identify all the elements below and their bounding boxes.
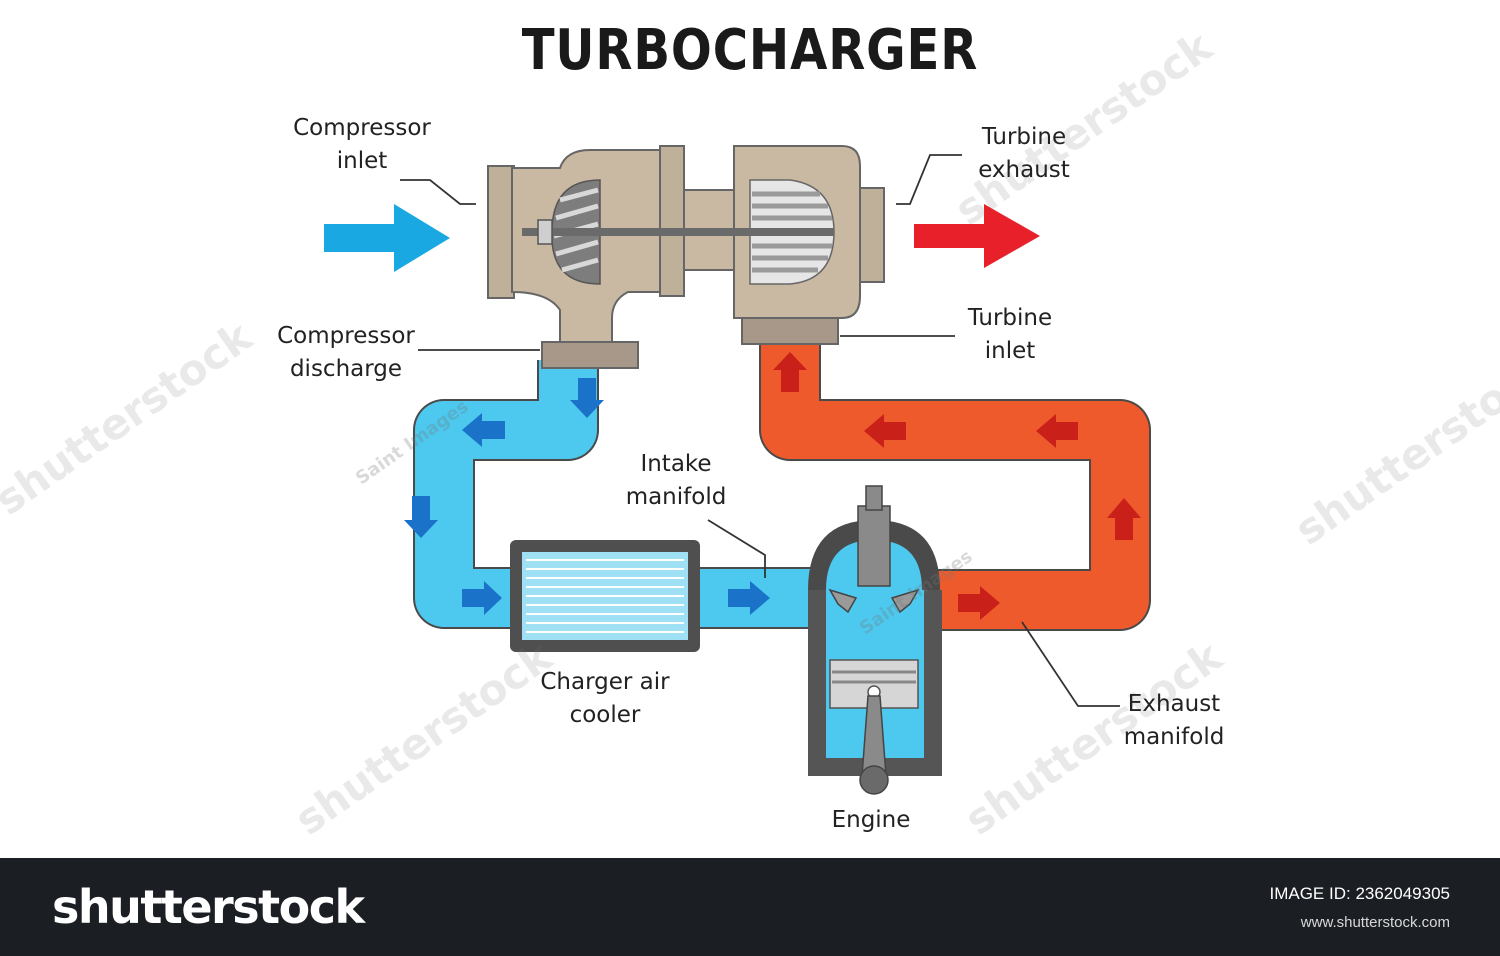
turbine-housing xyxy=(733,145,885,345)
exhaust-flow-arrows xyxy=(773,352,1141,620)
exhaust-outlet-arrow xyxy=(914,204,1040,268)
footer-bar: shutterstock IMAGE ID: 2362049305 www.sh… xyxy=(0,858,1500,956)
label-engine: Engine xyxy=(831,807,911,833)
diagram-canvas: shutterstock shutterstock shutterstock s… xyxy=(0,18,1500,845)
leader-lines xyxy=(400,154,1120,707)
turbocharger-diagram xyxy=(324,145,1151,795)
turbo-shaft xyxy=(522,228,834,236)
charge-air-cooler xyxy=(510,540,700,652)
page-title: TURBOCHARGER xyxy=(521,18,979,83)
footer-url[interactable]: www.shutterstock.com xyxy=(1300,914,1450,931)
engine-cylinder xyxy=(808,485,942,795)
intake-flow-arrows xyxy=(404,378,770,615)
air-inlet-arrow xyxy=(324,204,450,272)
shutterstock-logo[interactable]: shutterstock xyxy=(52,880,365,934)
compressor-housing xyxy=(487,145,685,369)
image-id: IMAGE ID: 2362049305 xyxy=(1269,884,1450,903)
